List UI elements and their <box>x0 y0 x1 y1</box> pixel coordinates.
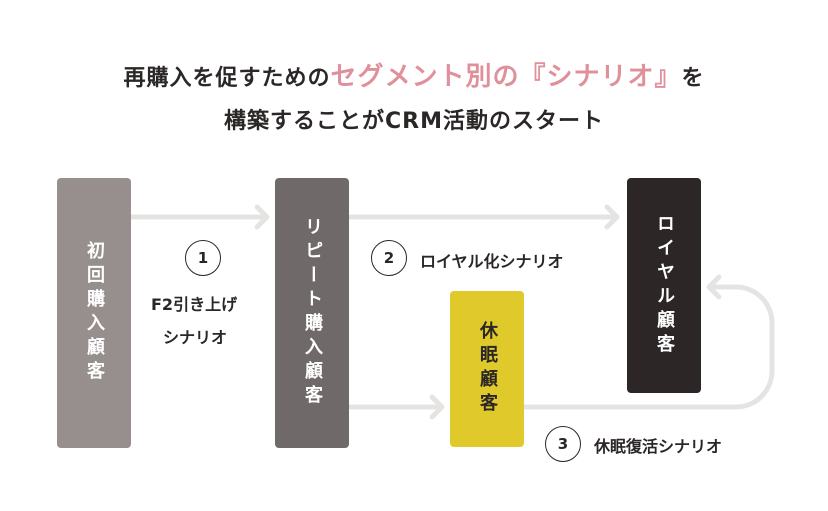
scenario-1-label-line2: シナリオ <box>163 328 228 347</box>
arrow-dormant-to-loyal <box>521 274 775 410</box>
arrow-first-to-repeat <box>128 204 270 230</box>
arrow-repeat-to-loyal <box>346 204 620 230</box>
scenario-3-number: 3 <box>545 426 581 462</box>
segment-repeat-label: リピート購入顧客 <box>302 217 323 409</box>
scenario-1-number: 1 <box>185 240 221 276</box>
heading-accent: セグメント別の『シナリオ』 <box>330 62 682 92</box>
scenario-2-number: 2 <box>371 240 407 276</box>
segment-repeat-purchase: リピート購入顧客 <box>275 178 349 448</box>
scenario-2-label: ロイヤル化シナリオ <box>420 252 564 271</box>
segment-first-purchase: 初回購入顧客 <box>57 178 131 448</box>
heading-line2: 構築することがCRM活動のスタート <box>224 109 604 134</box>
segment-dormant: 休眠顧客 <box>450 291 524 447</box>
scenario-3-label: 休眠復活シナリオ <box>594 437 723 456</box>
heading-suffix: を <box>681 66 705 91</box>
segment-loyal-label: ロイヤル顧客 <box>654 213 675 358</box>
heading-line1: 再購入を促すためのセグメント別の『シナリオ』を <box>0 56 828 93</box>
segment-first-label: 初回購入顧客 <box>84 241 105 385</box>
segment-dormant-label: 休眠顧客 <box>477 321 498 417</box>
segment-loyal: ロイヤル顧客 <box>627 178 701 393</box>
scenario-1-label-line1: F2引き上げ <box>151 295 238 314</box>
arrow-repeat-to-dormant <box>346 394 445 420</box>
heading-prefix: 再購入を促すための <box>123 66 331 91</box>
